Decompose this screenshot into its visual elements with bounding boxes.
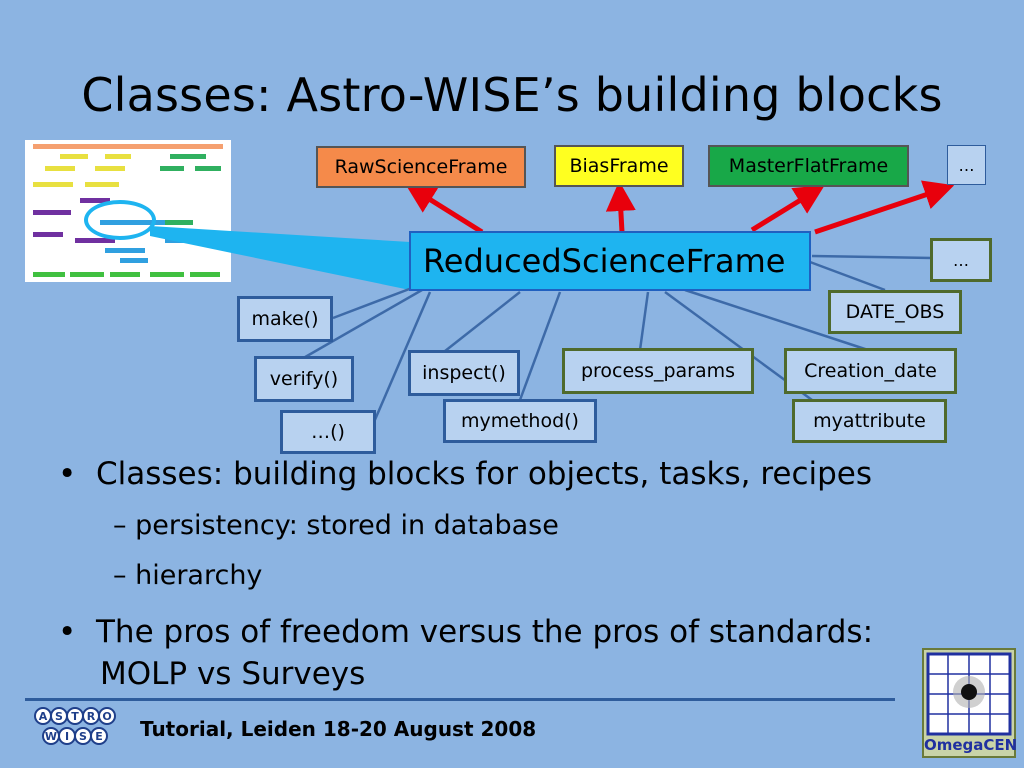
method-verify: verify() xyxy=(254,356,354,402)
bullet-text: Classes: building blocks for objects, ta… xyxy=(96,456,873,492)
inherit-arrow-bias xyxy=(605,181,636,233)
astro-wise-logo: A S T R O W I S E xyxy=(34,705,116,749)
logo-letter: S xyxy=(50,707,68,725)
sub-bullet-item: – hierarchy xyxy=(113,560,263,591)
sub-bullet-item: – persistency: stored in database xyxy=(113,510,559,541)
sub-bullet-text: hierarchy xyxy=(135,560,263,591)
inherit-arrow-raw xyxy=(405,184,484,235)
attribute-creation-date: Creation_date xyxy=(784,348,957,394)
inherit-arrow-more xyxy=(814,180,955,235)
footer-text: Tutorial, Leiden 18-20 August 2008 xyxy=(140,717,537,741)
omegacen-label: OmegaCEN xyxy=(924,736,1018,754)
bullet-item: • The pros of freedom versus the pros of… xyxy=(58,614,874,650)
inherit-arrow-masterflat xyxy=(750,185,825,233)
logo-letter: W xyxy=(42,727,60,745)
attribute-myattribute: myattribute xyxy=(792,399,947,443)
class-rawscienceframe: RawScienceFrame xyxy=(316,146,526,188)
bullet-item: • Classes: building blocks for objects, … xyxy=(58,456,873,492)
attribute-date-obs: DATE_OBS xyxy=(828,290,962,334)
method-make: make() xyxy=(237,296,333,342)
omegacen-logo: OmegaCEN xyxy=(922,648,1018,758)
logo-letter: O xyxy=(98,707,116,725)
sub-bullet-text: persistency: stored in database xyxy=(135,510,559,541)
thumbnail-highlight-ellipse xyxy=(84,200,156,240)
attribute-process-params: process_params xyxy=(562,348,754,394)
attribute-more: … xyxy=(930,238,992,282)
bullet-continuation: MOLP vs Surveys xyxy=(100,656,366,692)
method-more: …() xyxy=(280,410,376,454)
bullet-text: The pros of freedom versus the pros of s… xyxy=(96,614,874,650)
class-reducedscienceframe: ReducedScienceFrame xyxy=(409,231,811,291)
logo-letter: E xyxy=(90,727,108,745)
zoom-wedge xyxy=(150,226,410,290)
method-mymethod: mymethod() xyxy=(443,399,597,443)
class-biasframe: BiasFrame xyxy=(554,145,684,187)
class-more: … xyxy=(947,145,986,185)
footer-divider xyxy=(25,698,895,701)
method-inspect: inspect() xyxy=(408,350,520,396)
omegacen-grid-icon xyxy=(926,652,1012,736)
logo-letter: S xyxy=(74,727,92,745)
class-masterflatframe: MasterFlatFrame xyxy=(708,145,909,187)
slide-title: Classes: Astro-WISE’s building blocks xyxy=(81,68,943,122)
